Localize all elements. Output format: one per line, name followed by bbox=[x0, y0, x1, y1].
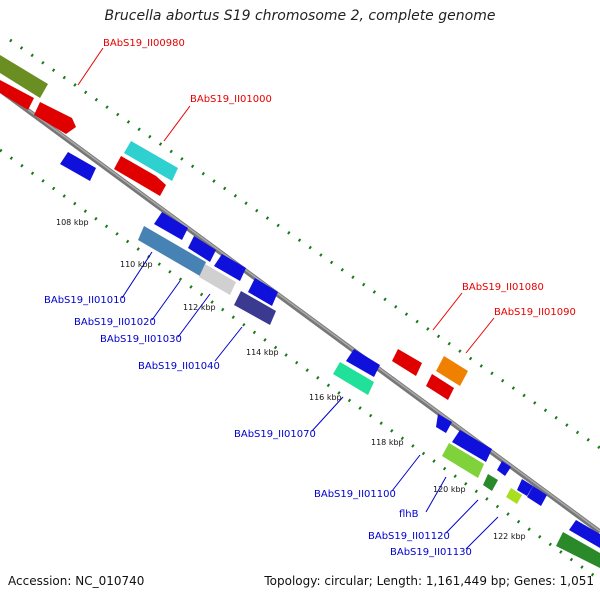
leader-line bbox=[445, 499, 479, 534]
accession-text: Accession: NC_010740 bbox=[8, 574, 145, 588]
gene-label[interactable]: BAbS19_II01030 bbox=[100, 334, 182, 345]
scale-label: 110 kbp bbox=[120, 260, 153, 269]
gene-label[interactable]: BAbS19_II00980 bbox=[103, 38, 185, 49]
leader-line bbox=[177, 293, 211, 338]
scale-label: 120 kbp bbox=[433, 485, 466, 494]
gene-block[interactable] bbox=[248, 278, 278, 306]
map-title: Brucella abortus S19 chromosome 2, compl… bbox=[104, 8, 496, 24]
genome-backbone bbox=[0, 87, 600, 535]
gene-block[interactable] bbox=[114, 156, 166, 196]
gene-label[interactable]: BAbS19_II01090 bbox=[494, 307, 576, 318]
gene-label[interactable]: BAbS19_II01130 bbox=[390, 547, 472, 558]
leader-line bbox=[432, 292, 463, 331]
scale-label: 122 kbp bbox=[493, 532, 526, 541]
leader-line bbox=[214, 326, 243, 362]
gene-block[interactable] bbox=[436, 356, 468, 386]
scale-label: 108 kbp bbox=[56, 218, 89, 227]
gene-block[interactable] bbox=[346, 349, 380, 377]
gene-block[interactable] bbox=[333, 362, 374, 395]
gene-block[interactable] bbox=[188, 236, 216, 262]
gene-label[interactable]: flhB bbox=[399, 509, 419, 520]
leader-line bbox=[77, 47, 104, 86]
genome-backbone-highlight bbox=[0, 88, 600, 532]
gene-block[interactable] bbox=[60, 152, 96, 181]
genome-summary: Topology: circular; Length: 1,161,449 bp… bbox=[264, 574, 594, 588]
gene-label[interactable]: BAbS19_II01120 bbox=[368, 531, 450, 542]
gene-block[interactable] bbox=[154, 212, 188, 240]
gene-label[interactable]: BAbS19_II01100 bbox=[314, 489, 396, 500]
gene-block[interactable] bbox=[214, 254, 246, 281]
gene-block[interactable] bbox=[442, 443, 484, 478]
gene-block[interactable] bbox=[527, 486, 547, 506]
leader-line bbox=[121, 251, 153, 299]
gene-block[interactable] bbox=[199, 264, 236, 295]
inner-dotted-track bbox=[0, 148, 600, 582]
gene-block[interactable] bbox=[34, 102, 76, 134]
gene-block[interactable] bbox=[0, 80, 34, 110]
gene-block[interactable] bbox=[0, 55, 48, 98]
gene-block[interactable] bbox=[436, 414, 452, 433]
scale-label: 118 kbp bbox=[371, 438, 404, 447]
gene-block[interactable] bbox=[138, 226, 206, 276]
gene-block[interactable] bbox=[569, 520, 600, 548]
gene-block[interactable] bbox=[452, 430, 492, 462]
scale-label: 112 kbp bbox=[183, 303, 216, 312]
leader-line bbox=[391, 454, 421, 492]
gene-block[interactable] bbox=[556, 532, 600, 568]
gene-labels: BAbS19_II00980 BAbS19_II01000 BAbS19_II0… bbox=[44, 38, 576, 558]
scale-labels: 108 kbp 110 kbp 112 kbp 114 kbp 116 kbp … bbox=[56, 218, 526, 541]
gene-label[interactable]: BAbS19_II01080 bbox=[462, 282, 544, 293]
gene-block[interactable] bbox=[497, 461, 511, 476]
gene-blocks bbox=[0, 55, 600, 568]
gene-block[interactable] bbox=[517, 479, 533, 496]
outer-dotted-track bbox=[9, 38, 600, 450]
leader-line bbox=[311, 396, 344, 432]
leader-line bbox=[151, 280, 181, 321]
gene-label[interactable]: BAbS19_II01020 bbox=[74, 317, 156, 328]
gene-label[interactable]: BAbS19_II01040 bbox=[138, 361, 220, 372]
leader-line bbox=[465, 516, 499, 550]
gene-block[interactable] bbox=[426, 374, 454, 400]
gene-block[interactable] bbox=[392, 349, 422, 376]
gene-label[interactable]: BAbS19_II01070 bbox=[234, 429, 316, 440]
leader-line bbox=[425, 476, 447, 513]
gene-block[interactable] bbox=[483, 474, 498, 491]
gene-block[interactable] bbox=[234, 291, 276, 325]
gene-label[interactable]: BAbS19_II01010 bbox=[44, 295, 126, 306]
scale-label: 114 kbp bbox=[246, 348, 279, 357]
label-leader-lines bbox=[77, 47, 499, 550]
scale-label: 116 kbp bbox=[309, 393, 342, 402]
leader-line bbox=[465, 317, 495, 354]
gene-block[interactable] bbox=[506, 488, 522, 504]
gene-label[interactable]: BAbS19_II01000 bbox=[190, 94, 272, 105]
gene-block[interactable] bbox=[124, 141, 178, 181]
leader-line bbox=[163, 105, 191, 142]
